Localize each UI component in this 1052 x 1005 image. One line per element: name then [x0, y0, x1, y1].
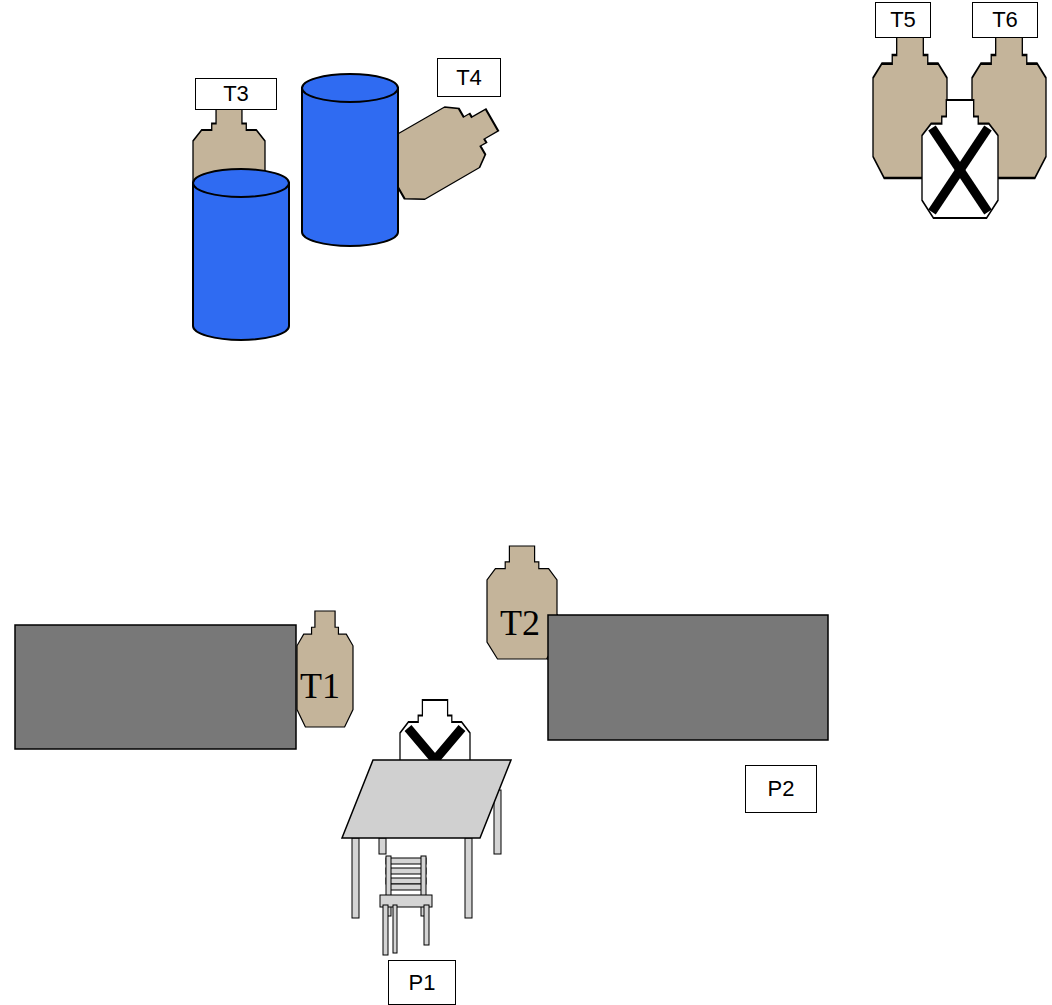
- target-label-box: T5: [875, 2, 931, 38]
- target-label: P1: [409, 970, 436, 996]
- barrel: [193, 169, 289, 340]
- target-label: T5: [890, 7, 916, 33]
- target-label-box: P2: [745, 765, 817, 813]
- target-label-box: T3: [195, 78, 277, 110]
- target-label: P2: [768, 776, 795, 802]
- target-label: T6: [992, 7, 1018, 33]
- wall: [548, 615, 828, 740]
- no-shoot-target: [922, 100, 998, 218]
- target-label: T1: [300, 668, 354, 704]
- target-label: T4: [456, 65, 482, 91]
- shoot-target: T2: [486, 545, 558, 660]
- target-label: T2: [500, 605, 558, 641]
- target-label-box: T6: [972, 2, 1038, 38]
- chair: [380, 856, 432, 955]
- target-label: T3: [223, 81, 249, 107]
- table: [342, 760, 511, 918]
- shoot-target: T1: [296, 610, 354, 728]
- barrel: [302, 74, 398, 246]
- target-label-box: P1: [388, 960, 456, 1005]
- target-outline: [486, 545, 558, 660]
- wall: [15, 625, 296, 749]
- target-label-box: T4: [437, 58, 501, 97]
